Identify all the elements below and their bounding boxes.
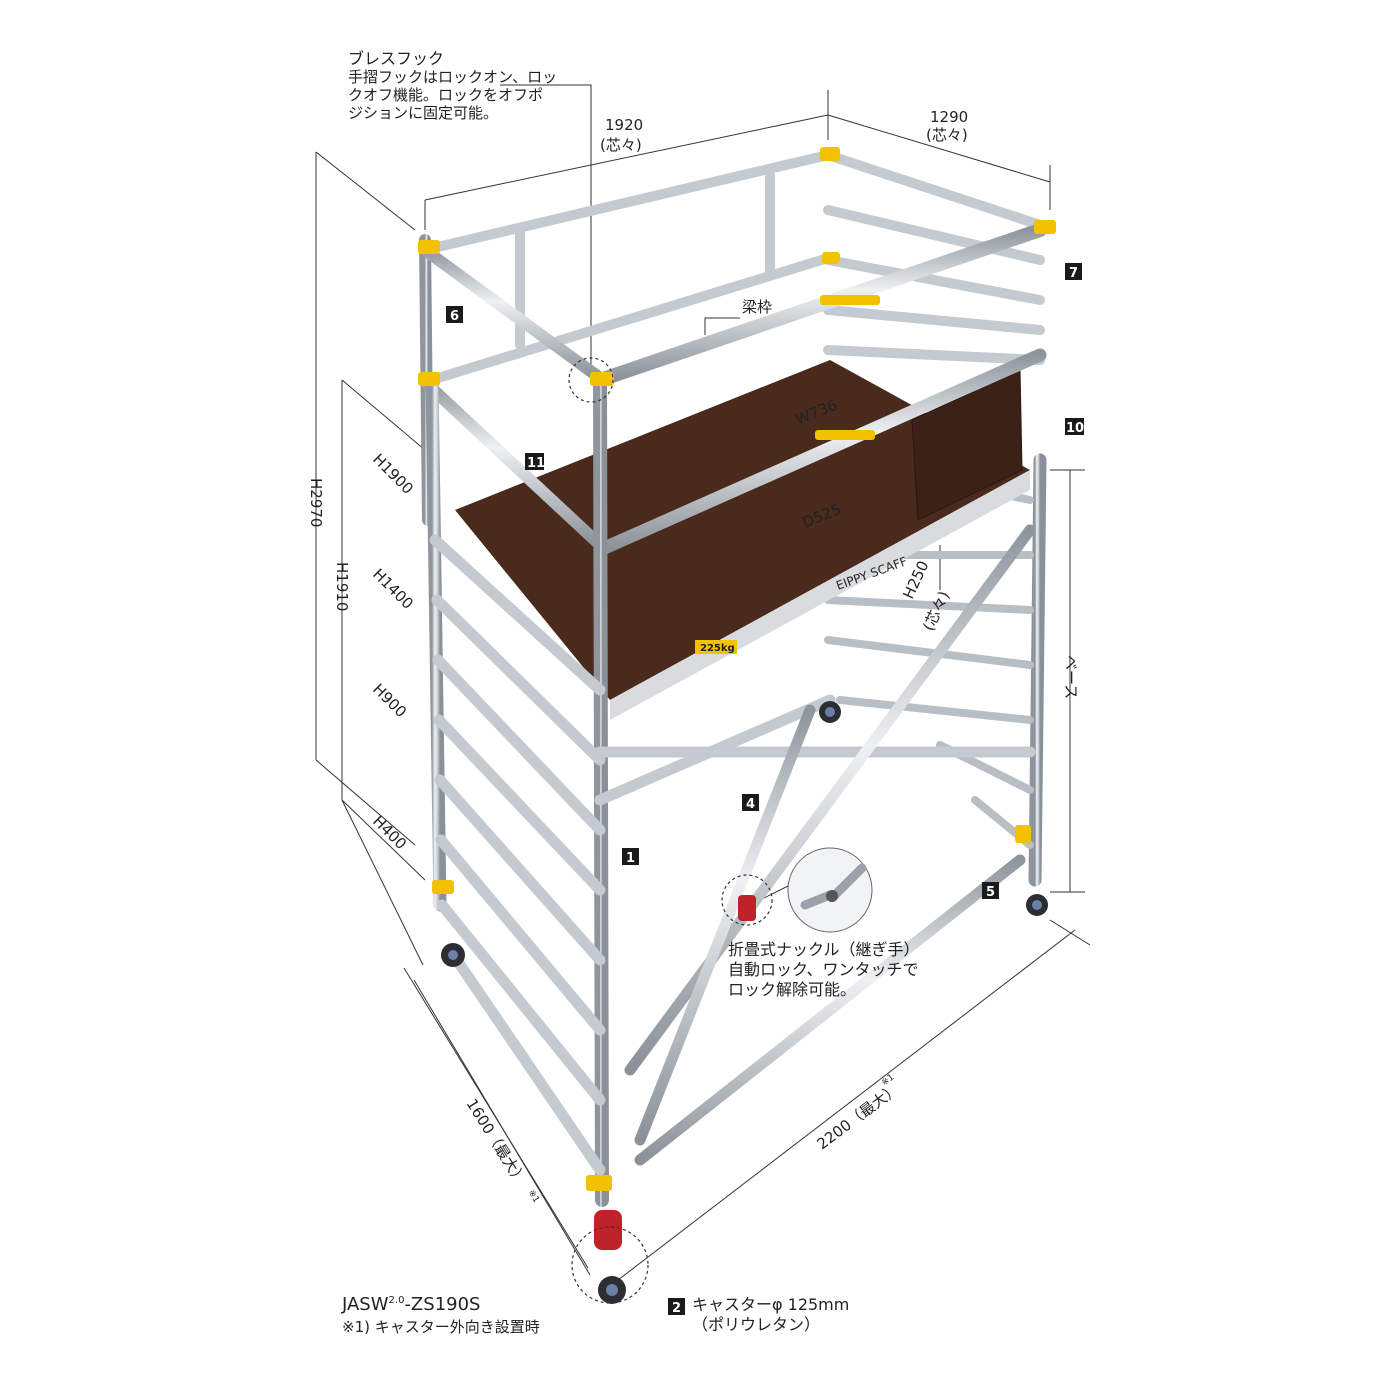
top-depth-sub: (芯々) xyxy=(926,126,968,144)
top-depth-label: 1290 xyxy=(930,108,968,126)
knuckle-line2: ロック解除可能。 xyxy=(728,980,857,999)
knuckle-title: 折畳式ナックル（継ぎ手） xyxy=(728,940,920,959)
svg-text:1: 1 xyxy=(626,851,635,866)
top-width-sub: (芯々) xyxy=(600,136,642,154)
h1400-label: H1400 xyxy=(369,565,417,613)
svg-text:10: 10 xyxy=(1066,421,1084,436)
base-label: ベース xyxy=(1062,655,1080,699)
caster-line2: （ポリウレタン） xyxy=(692,1315,821,1334)
h1910-label: H1910 xyxy=(333,562,351,611)
casters xyxy=(441,701,1048,1304)
callout-2: 2 xyxy=(668,1298,685,1316)
svg-text:5: 5 xyxy=(986,885,995,900)
caster-line1: キャスターφ 125mm xyxy=(692,1295,850,1314)
scaffold-frame xyxy=(418,140,1056,1304)
base-width-label: 2200（最大） xyxy=(814,1080,903,1153)
model-block: JASW2.0-ZS190S ※1) キャスター外向き設置時 xyxy=(342,1290,540,1338)
callout-badges: 6 7 10 11 4 1 5 2 xyxy=(446,263,1084,1316)
h250-sub: (芯々) xyxy=(919,588,953,633)
overall-height-label: H2970 xyxy=(307,478,325,527)
deck-load: 225kg xyxy=(700,643,735,654)
svg-text:11: 11 xyxy=(527,456,545,471)
h900-label: H900 xyxy=(369,680,410,721)
knuckle-inset xyxy=(787,847,873,933)
callout-6: 6 xyxy=(446,306,463,324)
model-number: JASW2.0-ZS190S xyxy=(342,1294,481,1315)
callout-5: 5 xyxy=(982,882,999,900)
knuckle-note: 折畳式ナックル（継ぎ手） 自動ロック、ワンタッチで ロック解除可能。 xyxy=(728,940,920,1000)
model-note: ※1) キャスター外向き設置時 xyxy=(342,1318,540,1336)
svg-text:6: 6 xyxy=(450,309,459,324)
knuckle-line1: 自動ロック、ワンタッチで xyxy=(728,960,919,979)
caster-note: キャスターφ 125mm （ポリウレタン） xyxy=(692,1295,849,1335)
brace-hook-line1: 手摺フックはロックオン、ロッ xyxy=(348,68,558,86)
base-depth-note: ※1 xyxy=(525,1188,541,1205)
top-width-label: 1920 xyxy=(605,116,643,134)
callout-1: 1 xyxy=(622,848,639,866)
callout-4: 4 xyxy=(742,794,759,812)
svg-text:4: 4 xyxy=(746,797,755,812)
brace-hook-line2: クオフ機能。ロックをオフポ xyxy=(348,86,544,104)
brace-hook-line3: ジションに固定可能。 xyxy=(348,104,499,122)
h1900-label: H1900 xyxy=(369,450,417,498)
red-fittings xyxy=(594,895,756,1250)
yellow-clamps xyxy=(418,147,1056,1191)
brace-hook-title: ブレスフック xyxy=(348,49,445,68)
svg-text:2: 2 xyxy=(672,1301,681,1316)
beam-label: 梁枠 xyxy=(742,298,772,316)
svg-text:7: 7 xyxy=(1069,266,1078,281)
callout-7: 7 xyxy=(1065,263,1082,281)
base-depth-label: 1600（最大） xyxy=(463,1096,530,1189)
brace-hook-note: ブレスフック 手摺フックはロックオン、ロッ クオフ機能。ロックをオフポ ジション… xyxy=(348,49,558,123)
callout-11: 11 xyxy=(525,453,545,471)
callout-10: 10 xyxy=(1065,418,1084,436)
